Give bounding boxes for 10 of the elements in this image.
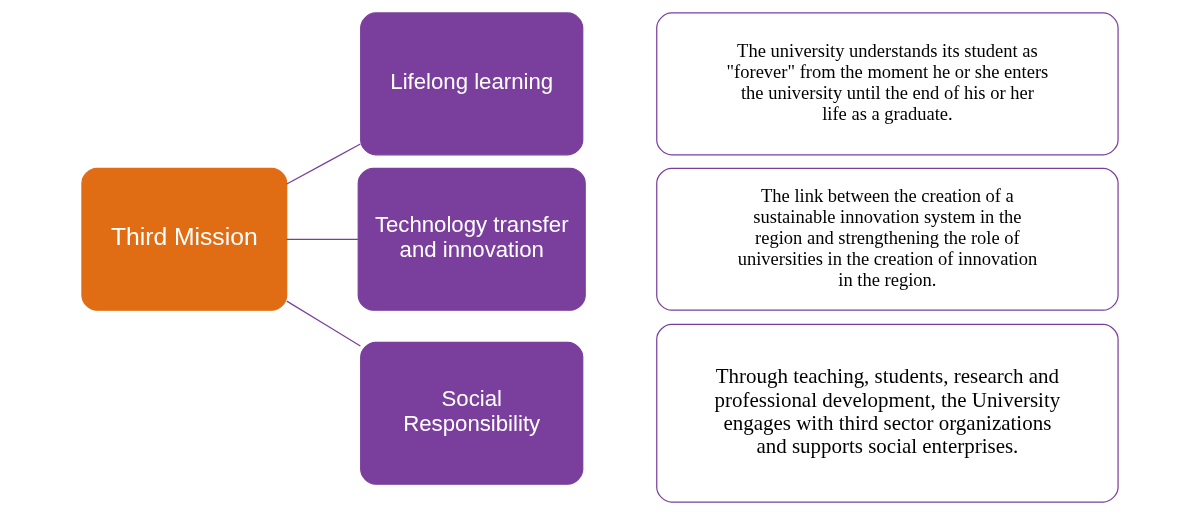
node-box: The link between the creation of a sustainable innovation system in the region and strengthening the role of universities in the creation of innovation in the region. — [656, 167, 1119, 311]
node-box: The university understands its student as "forever" from the moment he or she enters the university until the end of his or her life as a graduate. — [656, 12, 1119, 156]
connector — [286, 238, 359, 240]
connector — [286, 300, 361, 347]
node-box: Through teaching, students, research and professional development, the University engages with third sector organizations and supports social enterprises. — [656, 323, 1119, 503]
node-box: Social Responsibility — [360, 341, 584, 485]
connector — [286, 143, 361, 185]
node-box: Technology transfer and innovation — [357, 167, 586, 311]
node-box: Third Mission — [81, 167, 288, 311]
node-box: Lifelong learning — [360, 12, 584, 156]
